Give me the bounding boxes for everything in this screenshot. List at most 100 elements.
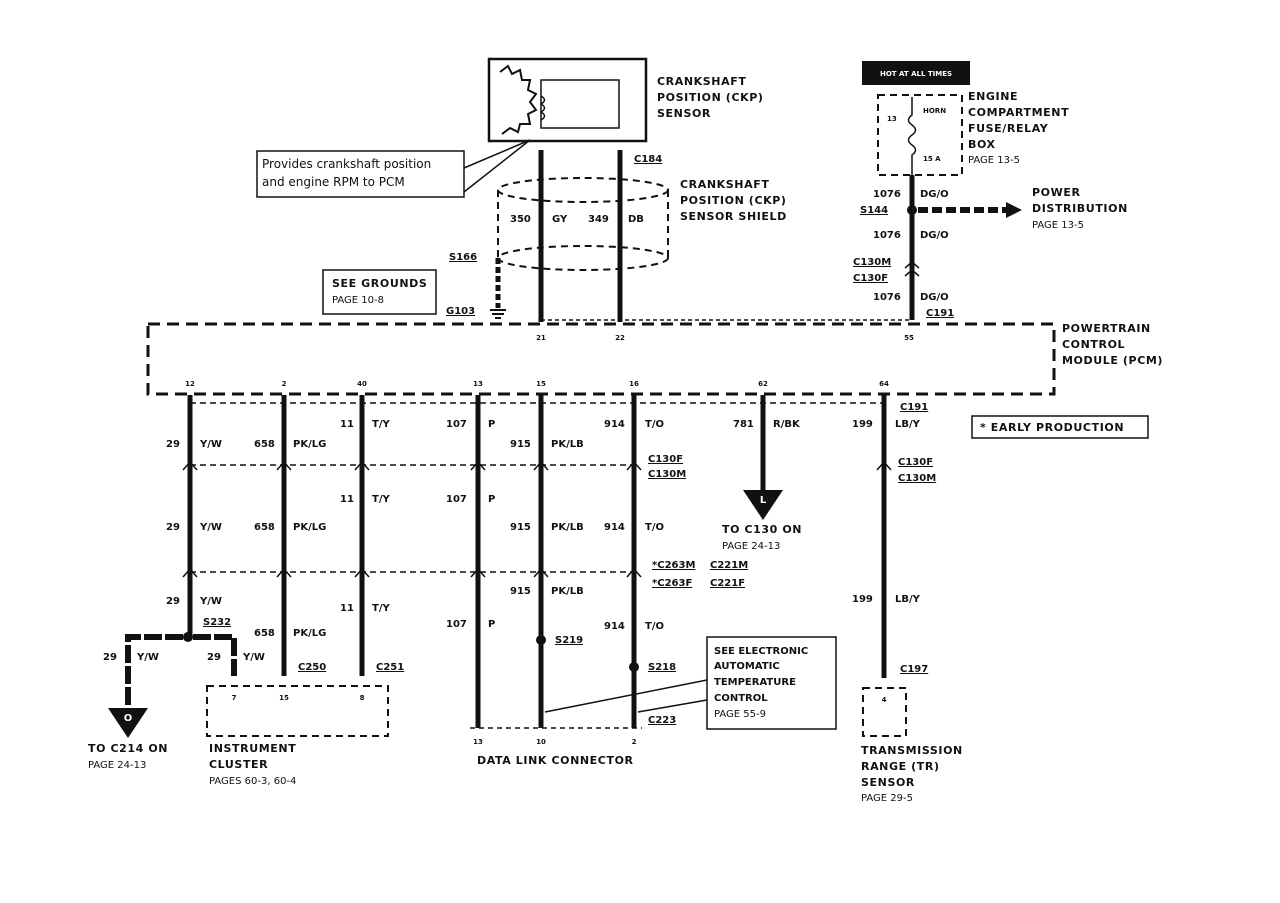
wire-29-color-e: Y/W bbox=[242, 652, 265, 663]
fuse-box-title-1: ENGINE bbox=[968, 90, 1018, 103]
sensor-coil-icon bbox=[539, 95, 546, 121]
pcm-pin-16: 16 bbox=[629, 380, 639, 388]
dlc-pin-2: 2 bbox=[632, 738, 637, 746]
to-c214-letter: O bbox=[124, 713, 133, 724]
cluster-title-1: INSTRUMENT bbox=[209, 742, 296, 755]
power-distribution-2: DISTRIBUTION bbox=[1032, 202, 1128, 215]
power-conn-c130f: C130F bbox=[853, 273, 888, 284]
wire-107-circuit-b: 107 bbox=[446, 494, 467, 505]
conn-c263f: *C263F bbox=[652, 578, 692, 589]
conn-c221m: C221M bbox=[710, 560, 748, 571]
wire-29-color-a: Y/W bbox=[199, 439, 222, 450]
conn-mark-29-a bbox=[182, 460, 198, 471]
wire-658-color-a: PK/LG bbox=[293, 439, 326, 450]
tr-title-2: RANGE (TR) bbox=[861, 760, 940, 773]
ckp-title-3: SENSOR bbox=[657, 107, 711, 120]
conn-c250: C250 bbox=[298, 662, 326, 673]
wire-107-color-a: P bbox=[488, 419, 495, 430]
power-circuit-1: 1076 bbox=[873, 189, 901, 200]
eatc-callout-pointer bbox=[544, 679, 708, 713]
wire-11-circuit-b: 11 bbox=[340, 494, 354, 505]
pcm-pin-13: 13 bbox=[473, 380, 483, 388]
wire-658-circuit-c: 658 bbox=[254, 628, 275, 639]
wire-914-color-b: T/O bbox=[645, 522, 664, 533]
ckp-connector: C184 bbox=[634, 154, 662, 165]
wire-107-color-c: P bbox=[488, 619, 495, 630]
fuse-box-title-3: FUSE/RELAY bbox=[968, 122, 1049, 135]
wire-199-circuit-b: 199 bbox=[852, 594, 873, 605]
power-distribution-arrow-head bbox=[1006, 202, 1022, 218]
wire-29-color-b: Y/W bbox=[199, 522, 222, 533]
conn-mark-914-b bbox=[626, 567, 642, 578]
fuse-name: HORN bbox=[923, 107, 946, 115]
wire-29-to-cluster bbox=[193, 634, 237, 676]
shield-title-1: CRANKSHAFT bbox=[680, 178, 769, 191]
wire-11-circuit-a: 11 bbox=[340, 419, 354, 430]
eatc-line-4: CONTROL bbox=[714, 693, 768, 704]
ckp-title-2: POSITION (CKP) bbox=[657, 91, 764, 104]
tr-sensor-box bbox=[862, 687, 907, 737]
wire-915-color-c: PK/LB bbox=[551, 586, 584, 597]
conn-c130m: C130M bbox=[648, 469, 686, 480]
wire-11-color-c: T/Y bbox=[372, 603, 390, 614]
power-distribution-1: POWER bbox=[1032, 186, 1081, 199]
conn-mark-199 bbox=[876, 460, 892, 471]
power-pcm-conn: C191 bbox=[926, 308, 954, 319]
pcm-title-3: MODULE (PCM) bbox=[1062, 354, 1163, 367]
wire-107-circuit-c: 107 bbox=[446, 619, 467, 630]
wire-29-circuit-d: 29 bbox=[103, 652, 117, 663]
wire-658-color-c: PK/LG bbox=[293, 628, 326, 639]
eatc-line-3: TEMPERATURE bbox=[714, 677, 796, 688]
conn-mark-658-b bbox=[276, 567, 292, 578]
cluster-pin-8: 8 bbox=[360, 694, 365, 702]
early-production-box bbox=[971, 415, 1149, 439]
pcm-pin-40: 40 bbox=[357, 380, 367, 388]
callout-ckp-pointer bbox=[463, 139, 531, 193]
tr-sensor-pin: 4 bbox=[882, 696, 887, 704]
conn-c263m: *C263M bbox=[652, 560, 695, 571]
power-circuit-3: 1076 bbox=[873, 292, 901, 303]
to-c130-letter: L bbox=[760, 495, 767, 506]
conn-mark-107-a bbox=[470, 460, 486, 471]
splice-s232: S232 bbox=[203, 617, 231, 628]
wire-914-color-c: T/O bbox=[645, 621, 664, 632]
conn-c130f-199: C130F bbox=[898, 457, 933, 468]
ckp-title-1: CRANKSHAFT bbox=[657, 75, 746, 88]
pcm-top-pin-55: 55 bbox=[904, 334, 914, 342]
to-c214-label: TO C214 ON bbox=[88, 742, 168, 755]
wire-914-color-a: T/O bbox=[645, 419, 664, 430]
wire-11-color-a: T/Y bbox=[372, 419, 390, 430]
wire-915-color-a: PK/LB bbox=[551, 439, 584, 450]
wire-29-to-c214 bbox=[125, 634, 183, 708]
wire-199-color-b: LB/Y bbox=[895, 594, 921, 605]
fuse-box-page: PAGE 13-5 bbox=[968, 155, 1020, 166]
shield-top bbox=[497, 177, 669, 203]
wire-29-circuit-c: 29 bbox=[166, 596, 180, 607]
pcm-pin-12: 12 bbox=[185, 380, 195, 388]
wire-29-color-c: Y/W bbox=[199, 596, 222, 607]
splice-s219: S219 bbox=[555, 635, 583, 646]
power-distribution-page: PAGE 13-5 bbox=[1032, 220, 1084, 231]
wire-915-circuit-a: 915 bbox=[510, 439, 531, 450]
conn-mark-107-b bbox=[470, 567, 486, 578]
pcm-top-pin-21: 21 bbox=[536, 334, 546, 342]
eatc-line-2: AUTOMATIC bbox=[714, 661, 780, 672]
eatc-callout-box bbox=[706, 636, 837, 730]
conn-c130f: C130F bbox=[648, 454, 683, 465]
conn-c251: C251 bbox=[376, 662, 404, 673]
see-grounds-line-2: PAGE 10-8 bbox=[332, 295, 384, 306]
conn-c197: C197 bbox=[900, 664, 928, 675]
wire-350-circuit: 350 bbox=[510, 214, 531, 225]
conn-mark-658-a bbox=[276, 460, 292, 471]
instrument-cluster-box bbox=[206, 685, 389, 737]
power-color-2: DG/O bbox=[920, 230, 949, 241]
fuse-symbol bbox=[907, 97, 917, 175]
wire-781-color: R/BK bbox=[773, 419, 801, 430]
eatc-line-5: PAGE 55-9 bbox=[714, 709, 766, 720]
splice-s218: S218 bbox=[648, 662, 676, 673]
power-conn-c130m: C130M bbox=[853, 257, 891, 268]
splice-s218-dot bbox=[629, 662, 639, 672]
wire-11-color-b: T/Y bbox=[372, 494, 390, 505]
wire-915-color-b: PK/LB bbox=[551, 522, 584, 533]
callout-ckp-box bbox=[256, 150, 465, 198]
